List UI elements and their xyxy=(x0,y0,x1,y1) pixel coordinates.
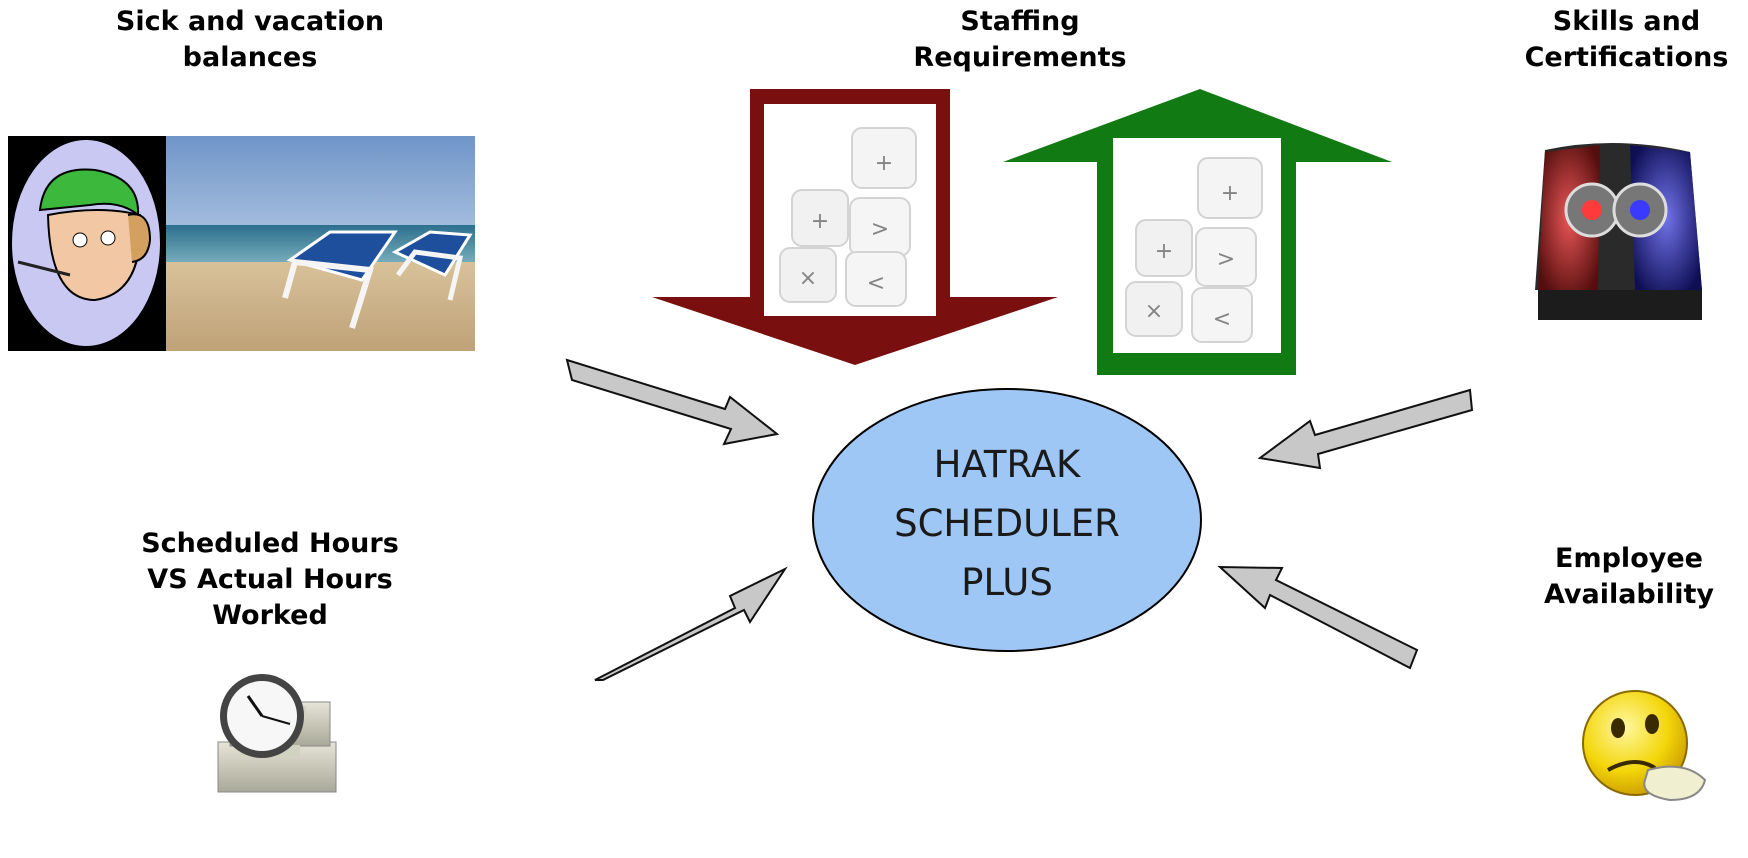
calculator-keys-image: + + > × < xyxy=(779,127,917,307)
label-line: Staffing xyxy=(960,6,1080,37)
connector-arrow-from-availability xyxy=(1217,565,1419,670)
staffing-up-arrow: + + > × < xyxy=(1003,89,1392,375)
clock-on-money-image xyxy=(217,674,337,793)
staffing-down-arrow: + + > × < xyxy=(652,89,1058,365)
label-line: Skills and xyxy=(1552,6,1701,37)
label-line: VS Actual Hours xyxy=(147,564,393,595)
calculator-keys-image: + + > × < xyxy=(1125,157,1263,343)
label-hours: Scheduled Hours VS Actual Hours Worked xyxy=(90,526,450,634)
svg-text:<: < xyxy=(1213,307,1231,332)
police-siren-image xyxy=(1535,142,1702,320)
svg-text:+: + xyxy=(811,209,829,234)
label-line: Scheduled Hours xyxy=(141,528,399,559)
label-sick-vacation: Sick and vacation balances xyxy=(40,4,460,76)
svg-text:>: > xyxy=(871,217,889,242)
center-line: PLUS xyxy=(961,561,1053,604)
label-line: Employee xyxy=(1555,543,1703,574)
label-line: Worked xyxy=(212,600,328,631)
connector-arrow-from-hours xyxy=(594,566,788,681)
label-line: Sick and vacation xyxy=(115,6,385,37)
center-line: HATRAK xyxy=(934,443,1082,486)
svg-text:+: + xyxy=(1155,239,1173,264)
svg-text:<: < xyxy=(867,271,885,296)
sick-person-and-beach-chairs-image xyxy=(8,136,475,351)
label-line: Availability xyxy=(1543,579,1715,610)
center-line: SCHEDULER xyxy=(894,502,1120,545)
label-staffing: Staffing Requirements xyxy=(830,4,1210,76)
hatrak-scheduler-plus-node: HATRAK SCHEDULER PLUS xyxy=(812,388,1202,652)
connector-arrow-from-sick-vacation xyxy=(565,358,780,446)
label-line: Certifications xyxy=(1524,42,1729,73)
label-skills: Skills and Certifications xyxy=(1505,4,1748,76)
label-line: Requirements xyxy=(913,42,1127,73)
connector-arrow-from-skills xyxy=(1257,388,1474,470)
label-availability: Employee Availability xyxy=(1510,541,1748,613)
svg-text:×: × xyxy=(799,266,817,291)
thinking-smiley-image xyxy=(1582,690,1707,802)
svg-text:+: + xyxy=(875,151,893,176)
svg-text:>: > xyxy=(1217,247,1235,272)
svg-text:×: × xyxy=(1145,299,1163,324)
center-ellipse xyxy=(812,388,1202,652)
label-line: balances xyxy=(182,42,318,73)
svg-text:+: + xyxy=(1221,181,1239,206)
